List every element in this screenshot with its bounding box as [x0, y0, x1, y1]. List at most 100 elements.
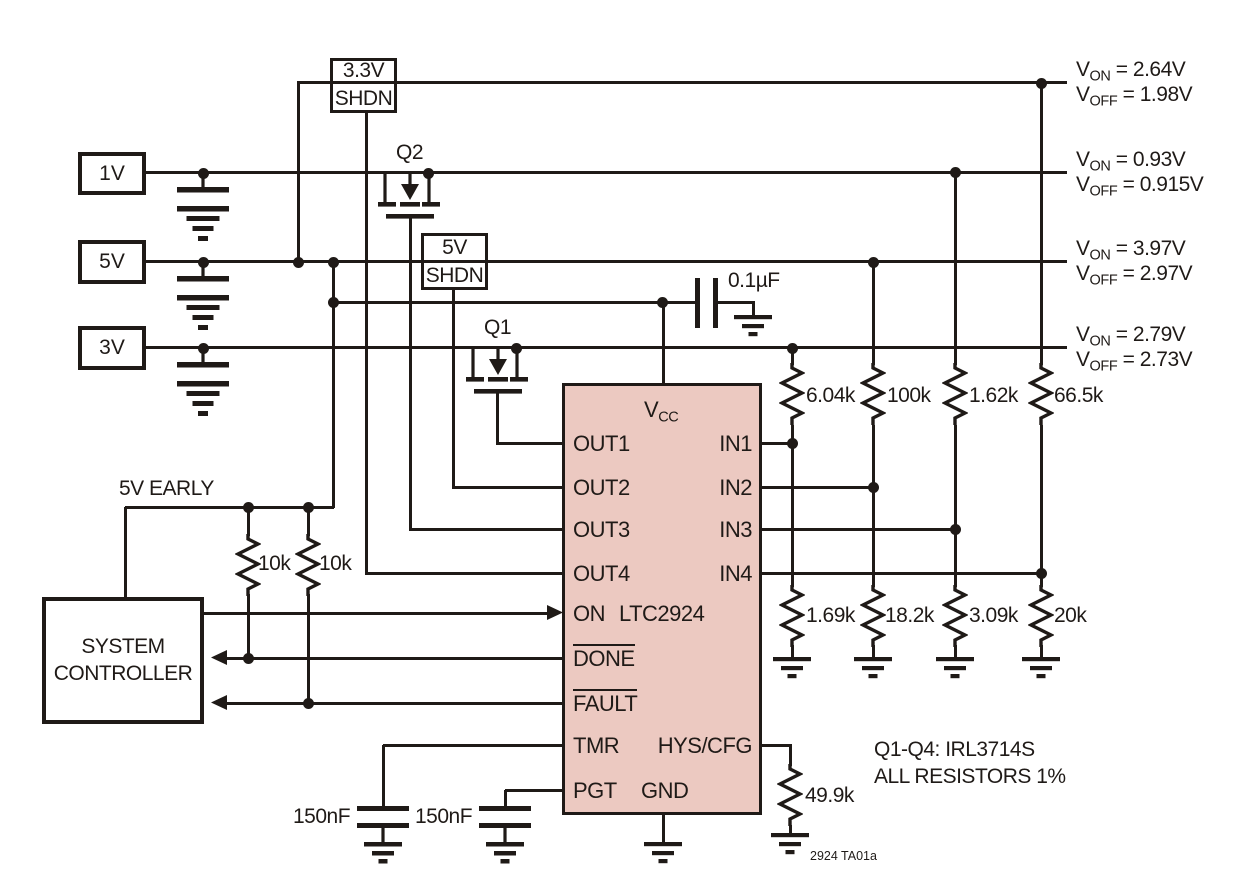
ic-part-number: LTC2924: [619, 601, 705, 626]
ic-pin-in4: IN4: [719, 561, 752, 586]
junction-dot: [243, 653, 254, 664]
wire-col2-b: [872, 425, 875, 587]
capacitor-5v-bypass: [177, 262, 229, 330]
threshold-rail3-on: VON = 3.97V: [1076, 237, 1186, 264]
label-5v-early: 5V EARLY: [119, 477, 214, 500]
ic-vcc-label: VCC: [644, 397, 679, 426]
resistor-pullup-2: [295, 534, 321, 596]
regulator-3v3-shdn: SHDN: [334, 87, 393, 110]
wire-col2-a: [872, 262, 875, 365]
ground-hys: [771, 833, 809, 855]
ground-ic: [644, 842, 682, 864]
wire-shdn5v-out2: [452, 288, 455, 488]
note-resistors: ALL RESISTORS 1%: [874, 765, 1066, 788]
wire-hys-res-a: [789, 745, 792, 766]
wire-pullup1-b: [247, 594, 250, 659]
fet-q1-label: Q1: [484, 316, 512, 339]
controller-label-line1: SYSTEM: [81, 635, 165, 659]
wire-tmr: [383, 744, 562, 747]
resistor-divider-bottom-1: [779, 585, 805, 647]
wire-in1: [762, 442, 794, 445]
wire-done: [224, 657, 562, 660]
wire-bypass-gnd: [752, 303, 755, 316]
wire-pullup1-a: [247, 507, 250, 536]
fet-q2-label: Q2: [396, 141, 424, 164]
wire-col3-a: [954, 172, 957, 365]
junction-dot: [950, 524, 961, 535]
wire-hys-res-b: [789, 825, 792, 834]
wire-shdn3v3-out4: [365, 111, 368, 574]
junction-dot: [1036, 78, 1047, 89]
wire-vcc: [333, 301, 696, 304]
note-fets: Q1-Q4: IRL3714S: [874, 738, 1035, 761]
junction-dot: [243, 502, 254, 513]
arrow-done-output: [211, 650, 227, 665]
ic-pin-out1: OUT1: [573, 431, 630, 456]
capacitor-vcc-plate2: [713, 278, 718, 328]
wire-rail-5v: [144, 260, 1067, 263]
ground-bypass-cap: [734, 315, 772, 337]
resistor-divider-top-3: [942, 363, 968, 425]
resistor-value-665k: 66.5k: [1054, 384, 1103, 407]
wire-col1-c: [791, 645, 794, 658]
resistor-value-100k: 100k: [887, 384, 931, 407]
wire-in4: [762, 572, 1043, 575]
wire-out3: [409, 528, 562, 531]
resistor-value-pullup2: 10k: [319, 552, 352, 575]
arrow-fault-output: [211, 695, 227, 710]
wire-5v-early: [125, 506, 334, 509]
ic-pin-done: DONE: [573, 644, 635, 671]
capacitor-value-tmr: 150nF: [293, 805, 351, 828]
capacitor-vcc-plate1: [695, 278, 700, 328]
capacitor-tmr: [357, 806, 409, 864]
junction-dot: [198, 257, 209, 268]
resistor-divider-top-1: [779, 363, 805, 425]
ground-col1: [773, 657, 811, 679]
ic-pin-fault: FAULT: [573, 689, 638, 716]
resistor-divider-bottom-3: [942, 585, 968, 647]
resistor-value-182k: 18.2k: [885, 604, 934, 627]
supply-label: 1V: [99, 161, 125, 185]
threshold-rail4-on: VON = 2.79V: [1076, 323, 1186, 350]
junction-dot: [868, 482, 879, 493]
wire-rail-1v: [144, 171, 1067, 174]
junction-dot: [787, 343, 798, 354]
ground-col4: [1022, 657, 1060, 679]
resistor-divider-bottom-4: [1028, 585, 1054, 647]
wire-rail-3v: [144, 346, 1067, 349]
capacitor-value-bypass: 0.1µF: [728, 269, 780, 292]
arrow-on-input: [547, 605, 563, 620]
resistor-value-20k: 20k: [1054, 604, 1087, 627]
system-controller-box: SYSTEM CONTROLLER: [42, 597, 204, 724]
junction-dot: [950, 167, 961, 178]
resistor-divider-top-2: [860, 363, 886, 425]
wire-in3: [762, 528, 957, 531]
regulator-5v-voltage: 5V: [442, 236, 467, 259]
ic-pin-tmr: TMR: [573, 733, 620, 758]
threshold-rail1-on: VON = 2.64V: [1076, 58, 1186, 85]
wire-pgt-cap: [504, 790, 507, 807]
wire-pullup2-b: [307, 594, 310, 704]
junction-dot: [303, 698, 314, 709]
junction-dot: [198, 168, 209, 179]
resistor-value-hys: 49.9k: [805, 784, 854, 807]
resistor-value-309k: 3.09k: [969, 604, 1018, 627]
regulator-3v3-voltage: 3.3V: [342, 59, 385, 82]
wire-col3-c: [954, 645, 957, 658]
resistor-pullup-1: [235, 534, 261, 596]
wire-vcc-cap: [718, 301, 755, 304]
ic-pin-pgt: PGT: [573, 778, 617, 803]
wire-vcc-pin: [662, 303, 665, 385]
resistor-value-162k: 1.62k: [969, 384, 1018, 407]
figure-number: 2924 TA01a: [810, 849, 877, 863]
resistor-divider-top-4: [1028, 363, 1054, 425]
junction-dot: [657, 297, 668, 308]
ic-pin-in2: IN2: [719, 475, 752, 500]
supply-box-5v: 5V: [78, 240, 146, 284]
wire-out4: [365, 572, 562, 575]
wire-5v-to-early: [332, 262, 335, 508]
junction-dot: [868, 257, 879, 268]
ic-pin-out3: OUT3: [573, 517, 630, 542]
ic-pin-out2: OUT2: [573, 475, 630, 500]
threshold-rail3-off: VOFF = 2.97V: [1076, 262, 1193, 289]
